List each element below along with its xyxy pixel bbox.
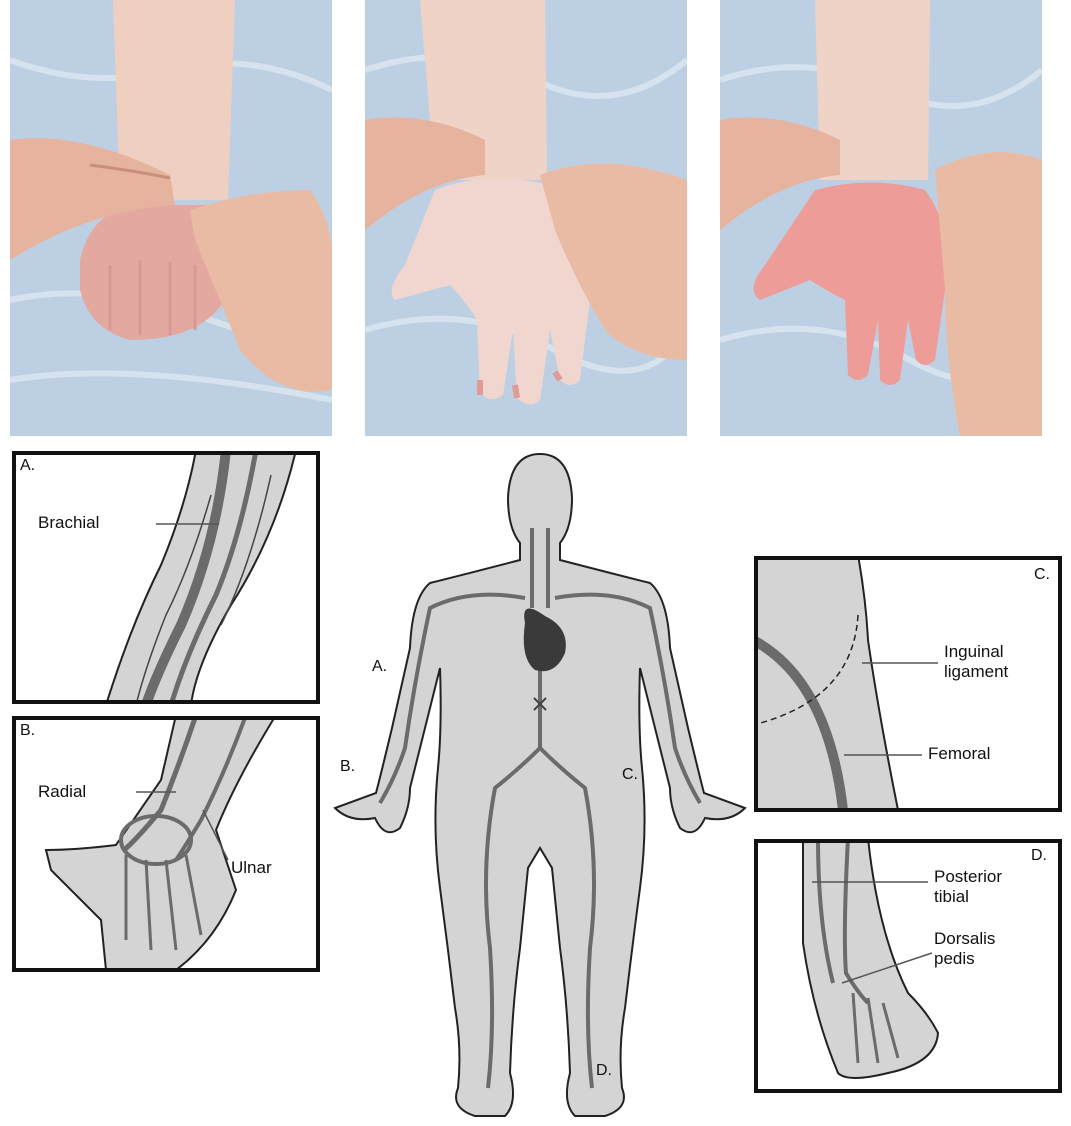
- panel-c-letter: C.: [1034, 566, 1050, 584]
- body-letter-b: B.: [340, 758, 355, 776]
- panel-d-letter: D.: [1031, 847, 1047, 865]
- panel-a-brachial: A. Brachial: [12, 451, 320, 704]
- body-letter-a: A.: [372, 658, 387, 676]
- panel-a-letter: A.: [20, 457, 35, 475]
- label-posterior-tibial: Posterior tibial: [934, 867, 1002, 906]
- label-radial: Radial: [38, 782, 86, 802]
- label-dorsalis-pedis: Dorsalis pedis: [934, 929, 995, 968]
- hand-illustration: [16, 720, 316, 968]
- label-femoral: Femoral: [928, 744, 990, 764]
- photo-illustration-2: [365, 0, 687, 436]
- body-letter-c: C.: [622, 766, 638, 784]
- photo-illustration-1: [10, 0, 332, 436]
- panel-b-wrist: B. Radial Ulnar: [12, 716, 320, 972]
- label-brachial: Brachial: [38, 513, 99, 533]
- label-inguinal-ligament: Inguinal ligament: [944, 642, 1008, 681]
- body-illustration: [320, 448, 760, 1121]
- body-letter-d: D.: [596, 1062, 612, 1080]
- photo-allen-test-reperfused-hand: [720, 0, 1042, 436]
- photo-illustration-3: [720, 0, 1042, 436]
- body-figure: A. B. C. D.: [320, 448, 760, 1126]
- foot-illustration: [758, 843, 1058, 1089]
- photo-allen-test-blanched-hand: [365, 0, 687, 436]
- groin-illustration: [758, 560, 1058, 808]
- label-ulnar: Ulnar: [231, 858, 272, 878]
- panel-c-femoral: C. Inguinal ligament Femoral: [754, 556, 1062, 812]
- panel-b-letter: B.: [20, 722, 35, 740]
- arm-illustration: [16, 455, 316, 700]
- photo-allen-test-fist: [10, 0, 332, 436]
- panel-d-foot: D. Posterior tibial Dorsalis pedis: [754, 839, 1062, 1093]
